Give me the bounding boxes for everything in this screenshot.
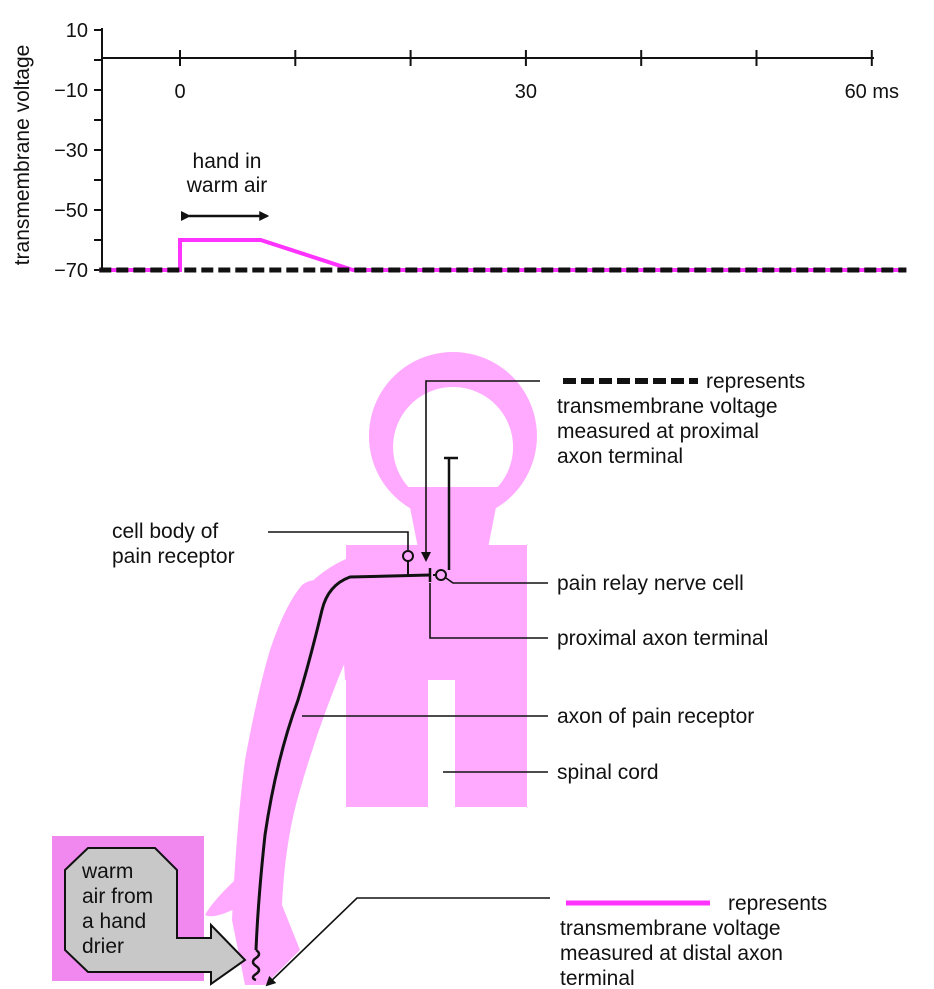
- y-axis-label: transmembrane voltage: [11, 45, 34, 266]
- y-tick-label: −10: [54, 80, 88, 102]
- voltage-chart: transmembrane voltage 0 30 60 ms 10 −10 −30 −…: [11, 20, 906, 282]
- distal-measure-pointer: [267, 898, 550, 985]
- legend-proximal-line1: represents: [706, 370, 805, 393]
- relay-label: pain relay nerve cell: [557, 572, 744, 595]
- series-layer: [99, 240, 906, 270]
- pain-relay-nerve-cell: [436, 570, 446, 580]
- cell-body-of-pain-receptor: [403, 551, 413, 561]
- proximal-terminal-label: proximal axon terminal: [557, 627, 768, 650]
- annotation-line2: warm air: [186, 174, 268, 197]
- annotation-line1: hand in: [193, 150, 262, 173]
- cell-body-label-line2: pain receptor: [112, 545, 235, 568]
- legend-proximal-line2: transmembrane voltage: [557, 395, 778, 418]
- body-silhouette: [205, 352, 537, 985]
- y-tick-label: −50: [54, 200, 88, 222]
- arm: [232, 580, 350, 985]
- drier-line3: a hand: [82, 910, 146, 933]
- y-tick-label: 10: [66, 20, 88, 42]
- legend-distal-line4: terminal: [560, 967, 635, 989]
- spinal-cord-label: spinal cord: [557, 761, 659, 784]
- drier-line1: warm: [81, 860, 133, 883]
- neck: [406, 487, 500, 548]
- cell-body-label-line1: cell body of: [112, 520, 218, 543]
- drier-line4: drier: [82, 935, 124, 958]
- torso-left-column: [346, 545, 428, 807]
- x-tick-label: 60 ms: [845, 81, 899, 103]
- legend-distal-line1: represents: [728, 892, 827, 915]
- x-tick-label: 0: [174, 81, 185, 103]
- axon-label: axon of pain receptor: [557, 705, 754, 728]
- y-tick-label: −70: [54, 260, 88, 282]
- legend-proximal-line4: axon terminal: [557, 445, 683, 468]
- y-tick-labels: 10 −10 −30 −50 −70: [54, 20, 88, 282]
- legend-distal-line3: measured at distal axon: [560, 942, 783, 965]
- legend-distal-line2: transmembrane voltage: [560, 917, 781, 940]
- legend-distal: represents transmembrane voltage measure…: [560, 892, 827, 989]
- y-tick-marks: [94, 30, 102, 270]
- y-tick-label: −30: [54, 140, 88, 162]
- legend-proximal: represents transmembrane voltage measure…: [557, 370, 805, 468]
- x-tick-labels: 0 30 60 ms: [174, 81, 899, 103]
- series-distal-magenta: [99, 240, 906, 270]
- torso-right-column: [455, 545, 527, 807]
- x-tick-label: 30: [515, 81, 537, 103]
- legend-proximal-line3: measured at proximal: [557, 420, 759, 443]
- drier-line2: air from: [82, 885, 153, 908]
